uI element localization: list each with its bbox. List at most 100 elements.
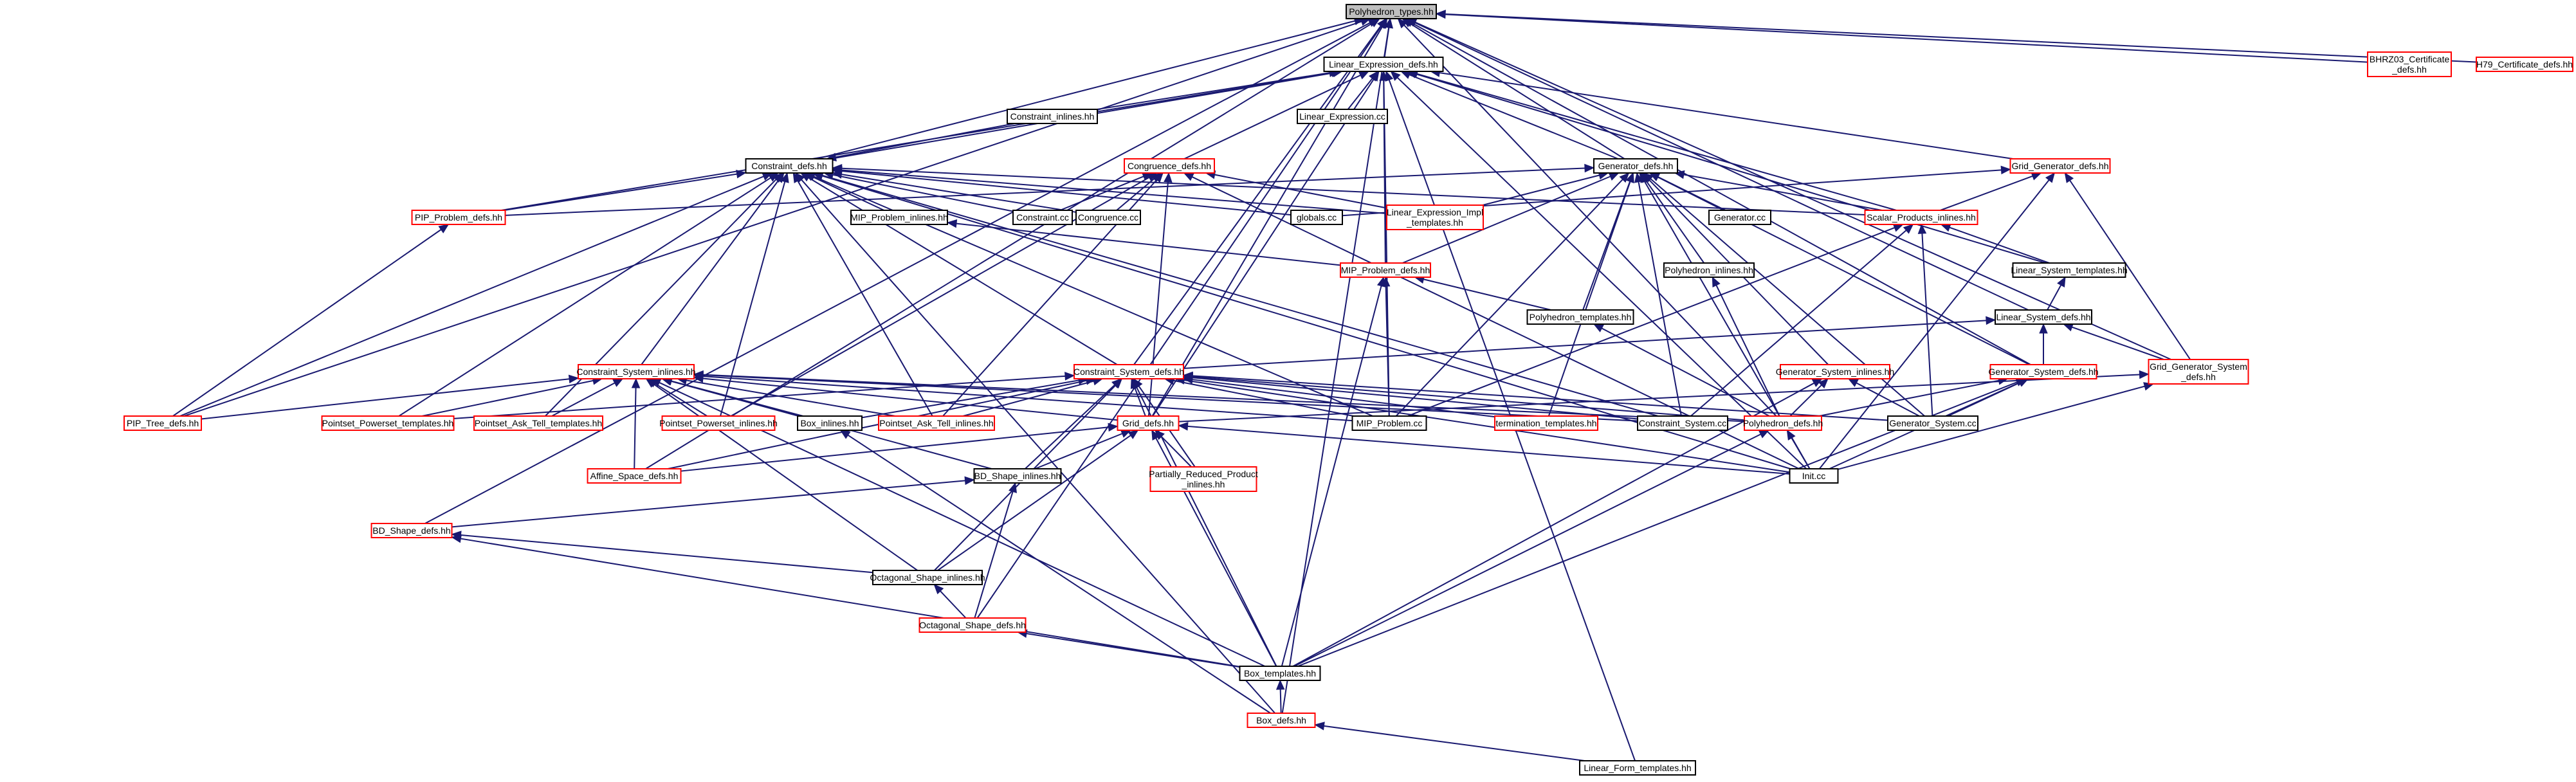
node-initcc[interactable]: Init.cc (1789, 468, 1839, 484)
edge-line (461, 534, 873, 574)
node-gencc[interactable]: Generator.cc (1708, 210, 1771, 225)
node-polyd[interactable]: Polyhedron_defs.hh (1743, 415, 1823, 431)
edge-piptree-to-csi (201, 374, 580, 420)
edge-line (2072, 326, 2164, 360)
arrowhead-icon (772, 172, 783, 183)
node-prp[interactable]: Partially_Reduced_Product_inlines.hh (1149, 466, 1258, 492)
node-polyi[interactable]: Polyhedron_inlines.hh (1663, 262, 1755, 278)
node-osd[interactable]: Octagonal_Shape_defs.hh (918, 617, 1027, 633)
node-gsd[interactable]: Generator_System_defs.hh (1988, 364, 2099, 379)
node-csd[interactable]: Constraint_System_defs.hh (1073, 364, 1184, 379)
node-pati[interactable]: Pointset_Ask_Tell_inlines.hh (878, 415, 995, 431)
node-glob[interactable]: globals.cc (1290, 210, 1343, 225)
node-lft[interactable]: Linear_Form_templates.hh (1579, 760, 1696, 776)
edge-asd-to-gridd (681, 423, 1119, 472)
edge-line (1396, 77, 1807, 469)
node-cong[interactable]: Congruence_defs.hh (1124, 158, 1215, 174)
node-ppi[interactable]: Pointset_Powerset_inlines.hh (659, 415, 778, 431)
node-ccc[interactable]: Constraint.cc (1012, 210, 1073, 225)
edge-line (1151, 26, 1384, 417)
node-label: Congruence_defs.hh (1128, 161, 1211, 171)
edge-line (1818, 379, 1999, 417)
node-bdsd[interactable]: BD_Shape_defs.hh (370, 523, 453, 538)
arrowhead-icon (964, 476, 975, 486)
node-polyt[interactable]: Polyhedron_templates.hh (1526, 309, 1634, 325)
node-box (2476, 57, 2573, 72)
node-box (1239, 666, 1321, 681)
edge-osd-to-pt (976, 17, 1387, 619)
node-cscc[interactable]: Constraint_System.cc (1637, 415, 1728, 431)
node-box (321, 415, 455, 431)
edge-h79-to-pt (1435, 10, 2477, 63)
node-bdsi[interactable]: BD_Shape_inlines.hh (973, 468, 1062, 484)
node-boxd[interactable]: Box_defs.hh (1247, 713, 1316, 728)
node-label: BD_Shape_inlines.hh (974, 471, 1061, 481)
edge-gsd-to-lsd (2039, 323, 2048, 365)
edge-line (702, 377, 1118, 421)
node-osi[interactable]: Octagonal_Shape_inlines.hh (870, 570, 985, 585)
node-congcc[interactable]: Congruence.cc (1075, 210, 1141, 225)
edge-lft-to-boxd (1314, 722, 1585, 761)
node-h79[interactable]: H79_Certificate_defs.hh (2476, 57, 2573, 72)
node-gsi[interactable]: Generator_System_inlines.hh (1776, 364, 1894, 379)
edge-cscc-to-gd (1634, 172, 1682, 417)
node-ci[interactable]: Constraint_inlines.hh (1007, 109, 1098, 124)
node-bhrz[interactable]: BHRZ03_Certificate_defs.hh (2367, 51, 2452, 77)
node-box (1663, 262, 1755, 278)
edge-line (962, 380, 1094, 417)
node-label: Scalar_Products_inlines.hh (1867, 212, 1976, 223)
edge-line (1439, 72, 2013, 159)
node-mipi[interactable]: MIP_Problem_inlines.hh (850, 210, 948, 225)
node-cd[interactable]: Constraint_defs.hh (745, 158, 834, 174)
node-le[interactable]: Linear_Expression_defs.hh (1323, 57, 1444, 72)
node-boxt[interactable]: Box_templates.hh (1239, 666, 1321, 681)
arrowhead-icon (612, 378, 624, 387)
node-gscc[interactable]: Generator_System.cc (1887, 415, 1978, 431)
node-boxi[interactable]: Box_inlines.hh (797, 415, 863, 431)
node-label: Pointset_Powerset_inlines.hh (659, 418, 778, 428)
node-patt[interactable]: Pointset_Ask_Tell_templates.hh (473, 415, 603, 431)
node-piptree[interactable]: PIP_Tree_defs.hh (123, 415, 202, 431)
node-layer: Polyhedron_types.hhLinear_Expression_def… (123, 4, 2573, 776)
edge-line (453, 375, 1066, 419)
node-mipcc[interactable]: MIP_Problem.cc (1351, 415, 1427, 431)
node-label: Constraint_System_inlines.hh (576, 367, 695, 377)
node-gd[interactable]: Generator_defs.hh (1593, 158, 1678, 174)
node-pip[interactable]: PIP_Problem_defs.hh (411, 210, 506, 225)
node-box (872, 570, 983, 585)
node-box (123, 415, 202, 431)
node-leimpl[interactable]: Linear_Expression_Impl_templates.hh (1386, 205, 1484, 230)
node-label: Constraint_System_defs.hh (1073, 367, 1184, 377)
node-label: Generator_System.cc (1889, 418, 1976, 428)
edge-mipd-to-mipi (946, 219, 1341, 266)
node-box (1247, 713, 1316, 728)
node-asd[interactable]: Affine_Space_defs.hh (587, 468, 682, 484)
node-ggd[interactable]: Grid_Generator_defs.hh (2009, 158, 2111, 174)
node-box (1526, 309, 1634, 325)
arrowhead-icon (1712, 276, 1721, 287)
node-pt[interactable]: Polyhedron_types.hh (1346, 4, 1437, 19)
edge-line (1183, 75, 1361, 159)
arrowhead-icon (1131, 377, 1141, 389)
edge-line (1415, 21, 2171, 360)
edge-line (1789, 385, 1822, 417)
node-box (411, 210, 506, 225)
edge-gd-to-pt (1402, 18, 1625, 159)
node-ppt[interactable]: Pointset_Powerset_templates.hh (321, 415, 455, 431)
arrowhead-icon (1626, 172, 1634, 183)
node-ggsd[interactable]: Grid_Generator_System_defs.hh (2148, 359, 2249, 385)
node-csi[interactable]: Constraint_System_inlines.hh (576, 364, 696, 379)
node-box (1789, 468, 1839, 484)
edge-line (1192, 375, 1888, 421)
node-lsd[interactable]: Linear_System_defs.hh (1995, 309, 2092, 325)
arrowhead-icon (1384, 17, 1393, 29)
arrowhead-icon (2057, 276, 2066, 287)
node-gridd[interactable]: Grid_defs.hh (1117, 415, 1180, 431)
node-lec[interactable]: Linear_Expression.cc (1297, 109, 1388, 124)
node-lst[interactable]: Linear_System_templates.hh (2011, 262, 2128, 278)
node-spi[interactable]: Scalar_Products_inlines.hh (1864, 210, 1978, 225)
node-termt[interactable]: termination_templates.hh (1494, 415, 1598, 431)
arrowhead-icon (1903, 224, 1914, 234)
edge-boxd-to-boxi (839, 430, 1271, 714)
node-mipd[interactable]: MIP_Problem_defs.hh (1340, 262, 1431, 278)
